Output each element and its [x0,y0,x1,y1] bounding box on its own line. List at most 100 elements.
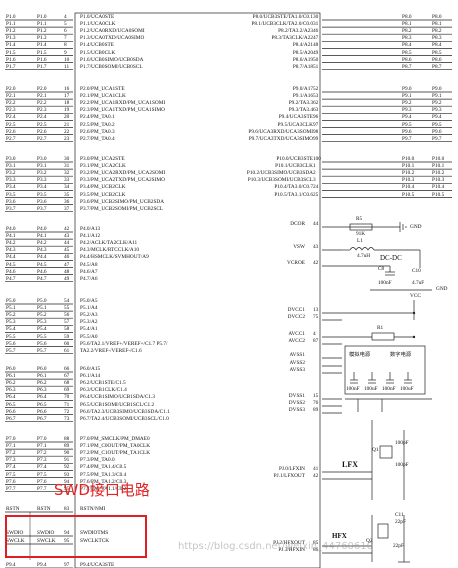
pin-number: 49 [313,49,319,56]
net-label-outer: P1.7 [6,63,16,70]
net-label-outer: P8.0 [432,14,442,20]
net-label-outer: P9.0 [432,86,442,92]
lfxin-label: PJ.0/LFXIN [278,466,305,472]
pin-function-label: P8.3/TA3CLK/A22 [271,35,313,42]
net-label-inner: P1.5 [37,49,47,56]
pin-function-label: P6.3/UCB1CLK/C1.4 [80,387,127,394]
net-label-outer: P6.5 [6,401,16,408]
pin-function-label: P9.1/A16 [292,93,313,100]
net-label-inner: P4.0 [37,226,47,232]
pin-number: 67 [64,373,70,380]
c8-value: 100nF [378,280,392,286]
net-label-inner: P8.7 [402,63,412,70]
pin-function-label: P7.3/PM_TA0.0 [80,457,115,464]
net-label-outer: P10.1 [432,163,445,170]
pin-function-label: P2.3/PM_UCA1TXD/PM_UCA1SIMO [80,107,165,114]
pin-function-label: P10.3/UCB3SOMI/UCB3SCL [247,177,313,184]
pin-number: 58 [64,326,70,333]
pin-number: 42 [64,226,70,232]
lfxout-label: PJ.1/LFXOUT [273,473,305,479]
net-label-outer: P3.5 [6,191,16,198]
pin-number: 5 [64,21,67,28]
net-label-outer: P8.5 [432,49,442,56]
net-label-inner: P2.5 [37,121,47,128]
power-pin-number: 15 [313,393,319,399]
net-label-outer: P7.7 [6,485,16,492]
swd-highlight-box [5,515,147,558]
pin-function-label: P6.6/TA2.3/UCB3SIMO/UCB3SDA/C1.1 [80,408,170,415]
pin-function-label: P2.1/PM_UCA1CLK [80,93,126,100]
net-label-inner: P8.6 [402,56,412,63]
pin-number: 49 [64,275,70,282]
net-label-inner: P10.2 [402,170,415,177]
net-label-inner: P3.4 [37,184,47,191]
pin-number: 62 [313,100,319,107]
pin-function-label: P9.5/UCA3CLK [277,121,313,128]
pin-function-label: P5.5/A0 [80,333,98,340]
net-label-inner: P2.6 [37,128,47,135]
net-label-inner: P4.2 [37,240,47,247]
pin-function-label: P1.4/UCB0STE [80,42,114,49]
hfx-label: HFX [332,532,347,540]
net-label-outer: P4.4 [6,254,16,261]
pin-function-label: P8.6/A19 [292,56,313,63]
net-label-outer: P6.0 [6,366,16,372]
power-pin-label: DVCC2 [287,314,305,320]
lfxin-pin: 41 [313,466,319,472]
net-label-inner: P3.7 [37,205,47,212]
net-label-outer: P7.4 [6,464,16,471]
net-label-inner: P2.1 [37,93,47,100]
net-label-inner: P6.1 [37,373,47,380]
pin-function-rstn: RSTN/NMI [80,506,106,512]
power-pin-label: AVCC1 [288,331,305,337]
net-label-inner: P7.1 [37,443,47,450]
q1-crystal [379,445,393,459]
pin-number: 61 [64,347,70,354]
net-label-outer: P3.4 [6,184,16,191]
pin-number: 95 [64,485,70,492]
net-label-inner: P6.6 [37,408,47,415]
vcc-label: VCC [410,293,421,299]
net-label-inner: P3.6 [37,198,47,205]
net-label-inner: P6.4 [37,394,47,401]
pin-number: 4 [64,14,67,20]
watermark: https://blog.csdn.net/weixin_44760610 [178,541,374,552]
net-label-outer: P4.1 [6,233,16,240]
pin-number: 94 [64,478,70,485]
net-label-outer: P6.7 [6,415,16,422]
net-label-outer: P5.6 [6,340,16,347]
net-label-outer: P10.5 [432,191,445,198]
pin-number: 56 [64,312,70,319]
pin-number: 30 [313,14,319,20]
net-label-outer: P6.3 [6,387,16,394]
net-label-outer: P1.0 [6,14,16,20]
pin-number: 20 [64,114,70,121]
net-label-inner: P9.3 [402,107,412,114]
analog-supply-label: 模拟电源 [349,352,371,358]
power-pin-number: 89 [313,407,319,413]
net-label-outer: P6.2 [6,380,16,387]
net-label-outer: P5.7 [6,347,16,354]
net-label-rstn-inner: RSTN [37,506,51,512]
net-label-outer: P3.2 [6,170,16,177]
pin-number: 90 [64,450,70,457]
pin-number: 53 [313,93,319,100]
junction-dot [412,335,416,339]
pin-function-label: P5.1/A4 [80,305,98,312]
net-label-inner: P3.1 [37,163,47,170]
net-label-inner: P9.1 [402,93,412,100]
net-label-outer: P7.5 [6,471,16,478]
pin-number: 6 [64,28,67,35]
power-pin-number: 75 [313,314,319,320]
pin-function-label: P9.2/TA3.3 [288,100,313,107]
pin-function-label: P6.7/TA2.4/UCB3SOMI/UCB3SCL/C1.0 [80,415,169,422]
net-label-inner: P7.6 [37,478,47,485]
pin-function-label: P6.5/UCB1SOMI/UCB1SCL/C1.2 [80,401,155,408]
pin-number: 24 [313,184,319,191]
net-label-inner: P1.3 [37,35,47,42]
net-label-inner: P6.7 [37,415,47,422]
pin-function-label: P9.4/UCA3STE [278,114,313,121]
pin-function-p9_4: P9.4/UCA3STE [80,562,115,568]
pin-number: 31 [64,163,70,170]
net-label-outer: P2.4 [6,114,16,121]
